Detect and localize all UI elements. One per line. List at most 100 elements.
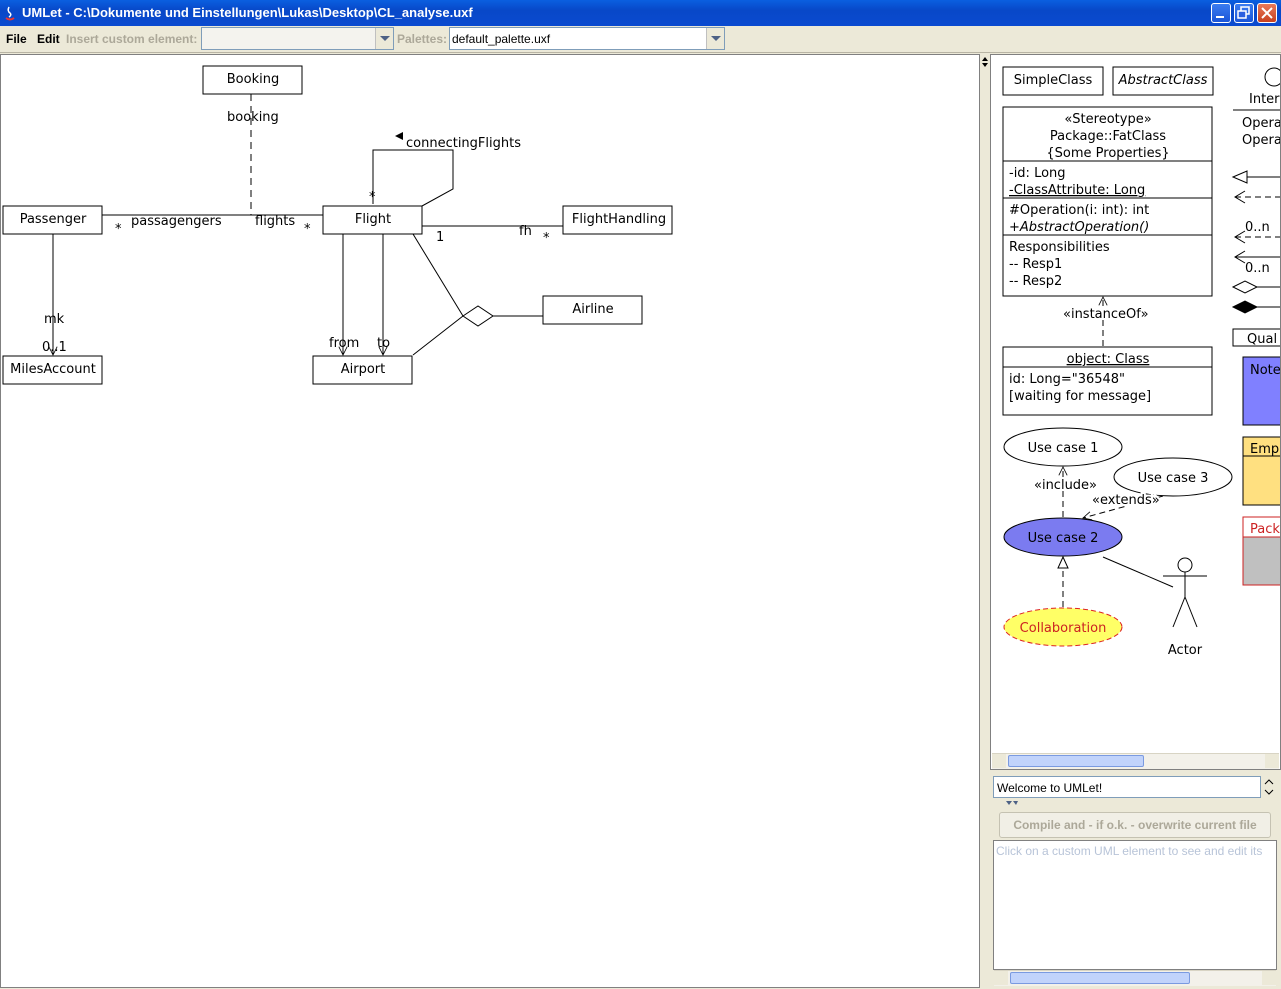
palettes-label: Palettes:: [397, 32, 448, 46]
palette-qualifier[interactable]: [1232, 328, 1280, 347]
flighthandling-name: FlightHandling: [572, 212, 666, 227]
scroll-right-icon[interactable]: [1265, 754, 1279, 768]
class-booking[interactable]: [202, 65, 303, 95]
palette-actor[interactable]: [1163, 557, 1207, 628]
include-label: «include»: [1034, 478, 1097, 493]
instance-of-label-bg: «instanceOf»: [1063, 307, 1149, 322]
booking-role-label: booking: [227, 110, 279, 125]
scroll-right-icon[interactable]: [1262, 971, 1276, 985]
scroll-thumb[interactable]: [1010, 972, 1190, 984]
mk-multiplicity: 0..1: [42, 340, 67, 355]
simple-class-label: SimpleClass: [1014, 73, 1093, 88]
minimize-icon: [1216, 16, 1224, 18]
custom-element-editor[interactable]: Click on a custom UML element to see and…: [993, 840, 1277, 970]
splitter-arrows-icon[interactable]: [1005, 800, 1019, 808]
palette-relations[interactable]: [1231, 170, 1280, 314]
actor-association[interactable]: [1102, 556, 1174, 588]
message-field: Welcome to UMLet!: [993, 776, 1261, 798]
pack-label: Pack: [1250, 522, 1280, 537]
palette-use-case-1[interactable]: [1003, 427, 1123, 467]
object-line1: id: Long="36548": [1009, 372, 1125, 387]
palette-fat-class[interactable]: [1002, 106, 1213, 297]
fat-class-resp1: -- Resp1: [1009, 257, 1062, 272]
collaboration-label: Collaboration: [1020, 621, 1107, 636]
class-flight[interactable]: [322, 205, 423, 235]
object-line2: [waiting for message]: [1009, 389, 1151, 404]
class-flighthandling[interactable]: [562, 205, 673, 235]
editor-horizontal-scrollbar[interactable]: [994, 970, 1276, 986]
realization-arrowhead: [1057, 555, 1069, 569]
palette-abstract-class[interactable]: [1112, 66, 1214, 96]
java-app-icon: [5, 6, 15, 21]
restore-icon: [1237, 6, 1250, 19]
class-diagram: Booking Passenger Flight FlightHandling …: [2, 65, 673, 385]
interface-oper2: Opera: [1242, 133, 1280, 148]
palette-horizontal-scrollbar[interactable]: [992, 753, 1279, 769]
class-airline[interactable]: [542, 295, 643, 325]
ternary-diamond[interactable]: [462, 305, 494, 327]
use-case-1-label: Use case 1: [1028, 441, 1099, 456]
fh-multiplicity: *: [543, 231, 550, 246]
maximize-button[interactable]: [1234, 3, 1254, 23]
actor-label: Actor: [1168, 643, 1203, 658]
compile-button[interactable]: Compile and - if o.k. - overwrite curren…: [999, 812, 1271, 838]
abstract-class-label: AbstractClass: [1118, 73, 1208, 88]
palette-object[interactable]: [1002, 346, 1213, 416]
palette-empty-element[interactable]: [1242, 436, 1280, 506]
palette-simple-class[interactable]: [1002, 66, 1104, 96]
relation-mult-a: 0..n: [1245, 220, 1270, 235]
diagram-canvas[interactable]: Booking Passenger Flight FlightHandling …: [0, 54, 980, 988]
use-case-2-label: Use case 2: [1028, 531, 1099, 546]
collapse-left-icon[interactable]: [982, 57, 988, 61]
split-pane-divider[interactable]: [981, 54, 989, 988]
connecting-flights-association[interactable]: [372, 149, 454, 207]
collapse-right-icon[interactable]: [982, 63, 988, 67]
scroll-left-icon[interactable]: [992, 754, 1006, 768]
fat-class-name: Package::FatClass: [1050, 129, 1166, 144]
connecting-flights-label: connectingFlights: [406, 136, 521, 151]
scroll-thumb[interactable]: [1008, 755, 1144, 767]
chevron-down-icon[interactable]: [706, 28, 724, 49]
to-role-label: to: [377, 336, 390, 351]
menu-edit[interactable]: Edit: [37, 32, 60, 46]
emp-label: Emp: [1250, 442, 1279, 457]
from-role-label: from: [329, 336, 359, 351]
use-case-3-label: Use case 3: [1138, 471, 1209, 486]
flight-name: Flight: [355, 212, 391, 227]
class-milesaccount[interactable]: [2, 355, 103, 385]
spinner-arrows-icon[interactable]: [1262, 776, 1276, 798]
milesaccount-name: MilesAccount: [10, 362, 96, 377]
palette-note[interactable]: [1242, 356, 1280, 426]
minimize-button[interactable]: [1211, 3, 1231, 23]
message-spinner[interactable]: [1262, 776, 1276, 798]
palette-interface-circle[interactable]: [1264, 67, 1280, 87]
class-airport[interactable]: [312, 355, 413, 385]
palette-panel[interactable]: SimpleClass AbstractClass «Stereotype» P…: [990, 54, 1281, 770]
class-passenger[interactable]: [2, 205, 103, 235]
passengers-role-label: passagengers: [131, 214, 222, 229]
insert-custom-select[interactable]: [201, 27, 394, 50]
welcome-message: Welcome to UMLet!: [997, 781, 1103, 795]
booking-name: Booking: [227, 72, 279, 87]
extends-relation[interactable]: [1083, 495, 1164, 518]
chevron-down-icon[interactable]: [375, 28, 393, 49]
menu-file[interactable]: File: [6, 32, 27, 46]
palettes-select[interactable]: default_palette.uxf: [449, 27, 725, 50]
window-title-bar: UMLet - C:\Dokumente und Einstellungen\L…: [0, 0, 1281, 26]
flights-role-label: flights: [255, 214, 295, 229]
window-title: UMLet - C:\Dokumente und Einstellungen\L…: [22, 5, 473, 20]
airport-name: Airport: [341, 362, 386, 377]
extends-label: «extends»: [1092, 493, 1160, 508]
scroll-left-icon[interactable]: [994, 971, 1008, 985]
palette-collaboration[interactable]: [1003, 607, 1123, 647]
ternary-airport-line[interactable]: [412, 315, 464, 356]
close-button[interactable]: [1257, 3, 1277, 23]
palettes-value: default_palette.uxf: [452, 32, 551, 46]
passenger-multiplicity: *: [115, 222, 122, 237]
palette-use-case-3[interactable]: [1113, 457, 1233, 497]
fat-class-attr2: -ClassAttribute: Long: [1009, 183, 1145, 198]
self-multiplicity: *: [369, 190, 376, 205]
fh-role-label: fh: [519, 224, 532, 239]
ternary-flight-line[interactable]: [412, 233, 464, 317]
insert-custom-label: Insert custom element:: [66, 32, 198, 46]
